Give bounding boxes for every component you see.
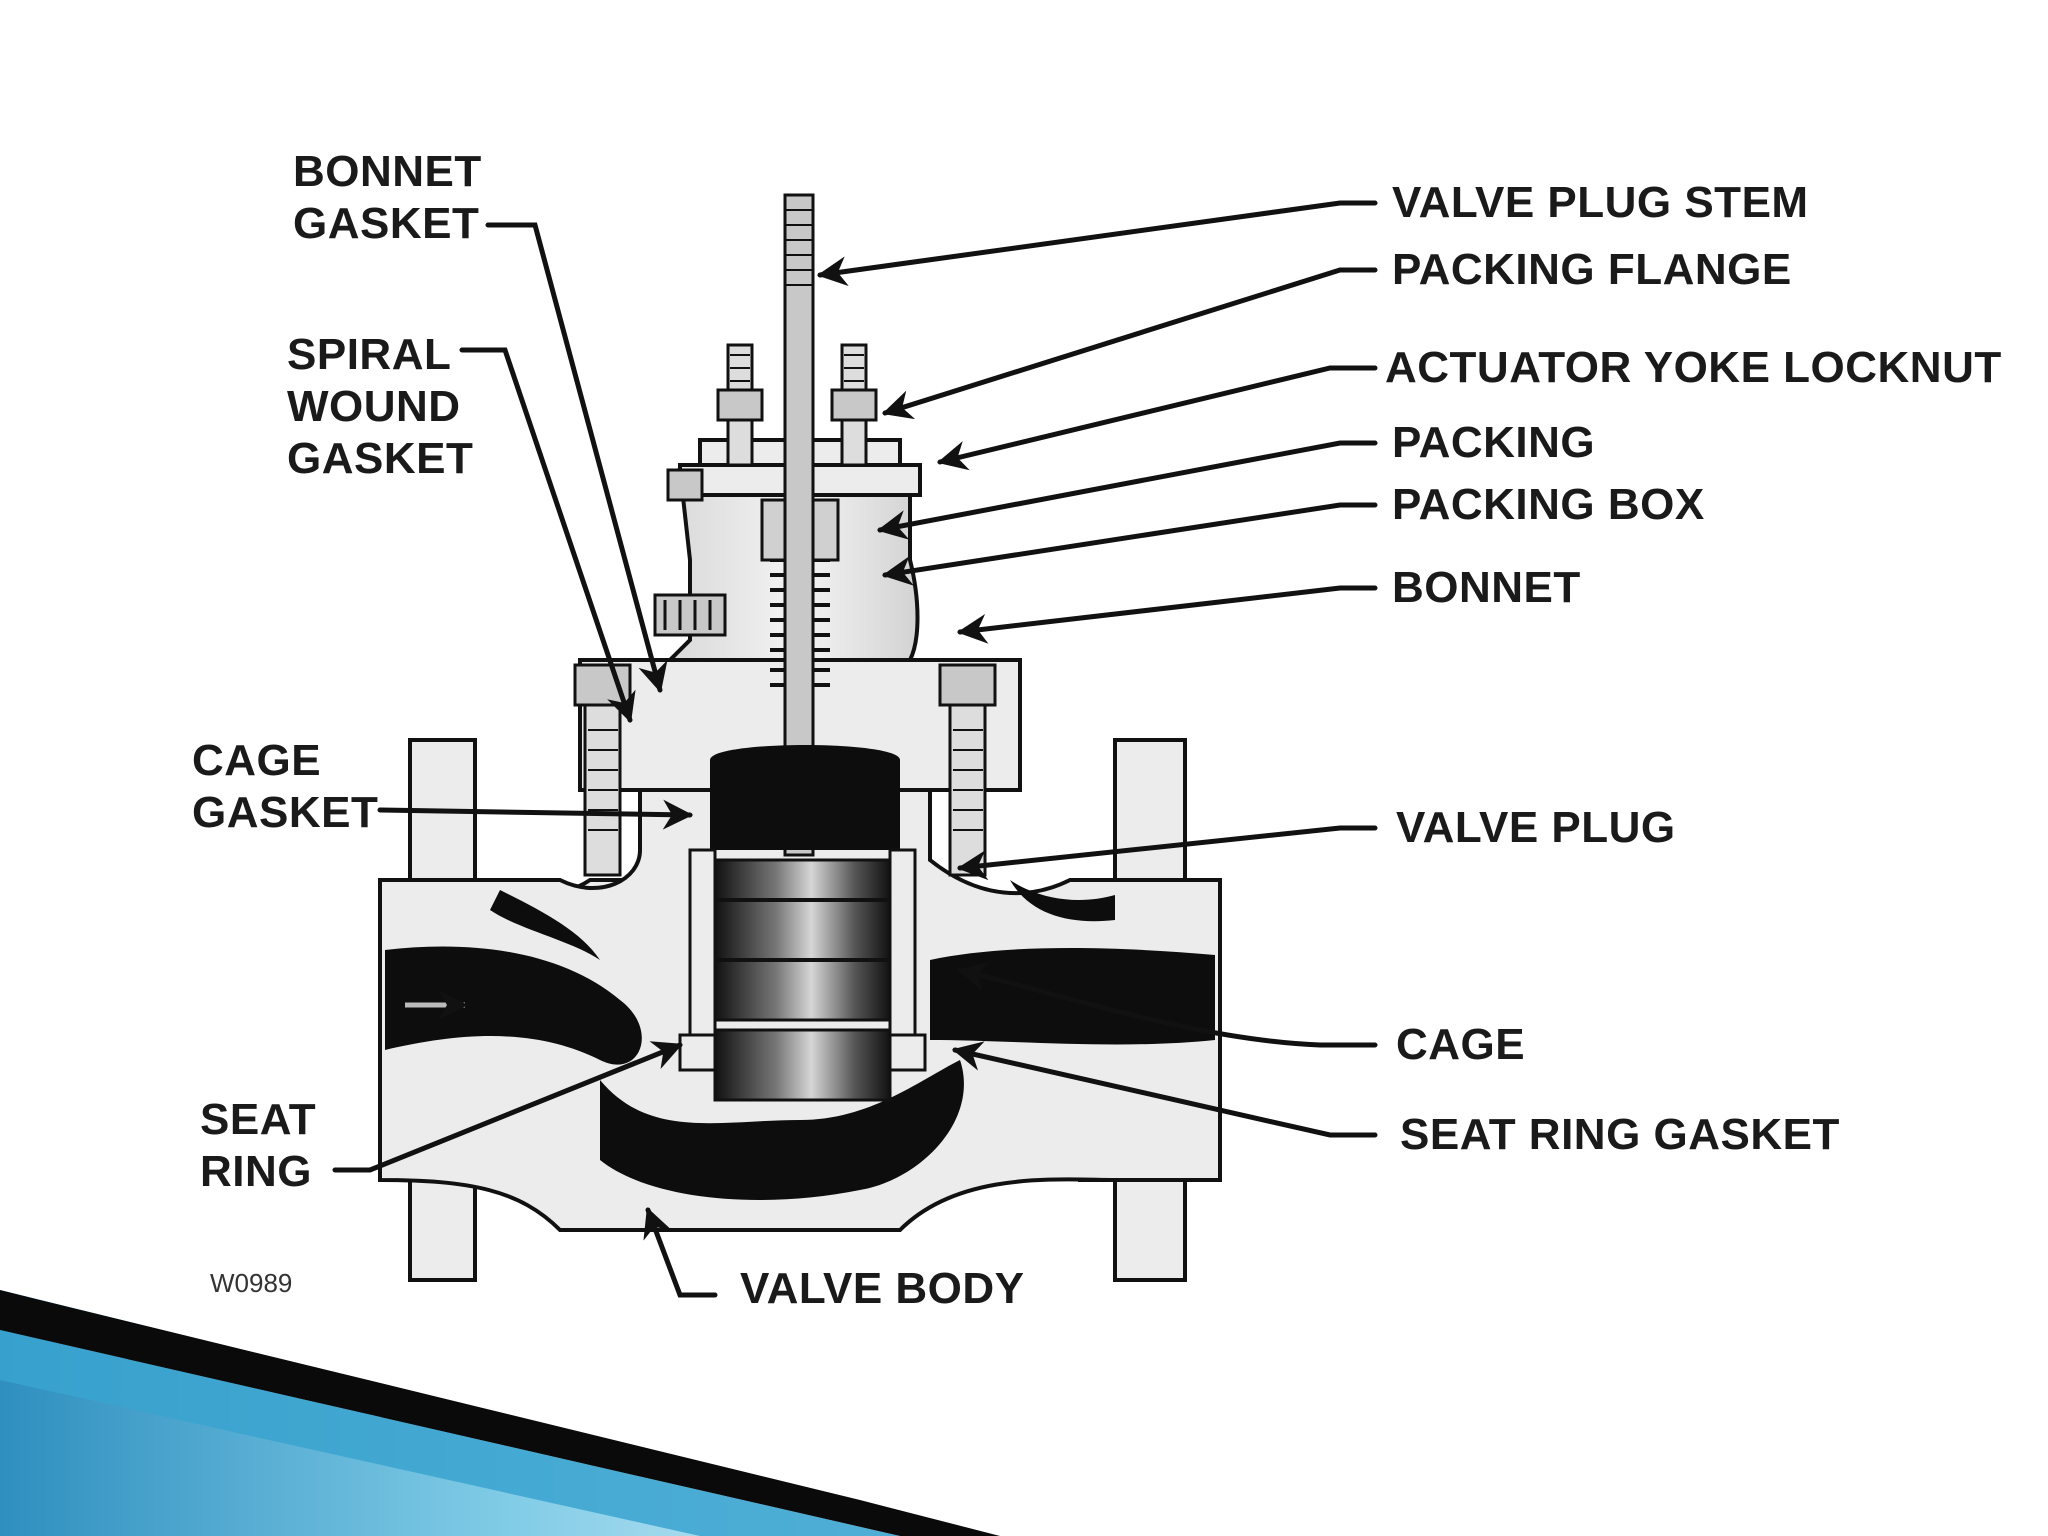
leader-bonnet [957,585,1378,644]
label-seat-ring-gasket: SEAT RING GASKET [1400,1110,1840,1159]
leader-seat-ring [332,1041,683,1173]
leader-cage [957,961,1378,1048]
label-packing: PACKING [1392,418,1596,467]
label-valve-plug: VALVE PLUG [1396,803,1676,852]
label-actuator-yoke-locknut: ACTUATOR YOKE LOCKNUT [1385,343,2002,392]
label-spiral-wound-gasket: SPIRAL WOUND GASKET [287,330,474,483]
label-valve-plug-stem: VALVE PLUG STEM [1392,178,1809,227]
leader-packing-flange [882,267,1378,420]
label-seat-ring: SEAT RING [200,1095,317,1196]
label-cage-gasket: CAGE GASKET [192,736,379,837]
packing-studs [716,343,878,467]
body-bolts [573,663,997,877]
leader-packing [877,440,1378,540]
leader-packing-box [882,502,1378,586]
leader-cage-gasket [377,799,693,830]
label-cage: CAGE [1396,1020,1526,1069]
leader-lines [332,200,1378,1298]
leader-actuator-yoke-locknut [937,365,1378,471]
leader-bonnet-gasket [485,222,668,693]
leader-spiral-wound-gasket [459,347,636,723]
label-bonnet-gasket: BONNET GASKET [293,147,482,248]
label-bonnet: BONNET [1392,563,1581,612]
valve-body-shape [378,718,1222,1282]
figure-code: W0989 [210,1268,293,1298]
cage-and-plug [678,745,927,1102]
label-packing-box: PACKING BOX [1392,480,1705,529]
label-packing-flange: PACKING FLANGE [1392,245,1792,294]
label-valve-body: VALVE BODY [740,1264,1025,1313]
leader-valve-plug [957,825,1378,881]
valve-stem [783,193,815,857]
leader-seat-ring-gasket [952,1041,1378,1138]
leader-valve-body [643,1207,718,1298]
leader-valve-plug-stem [817,200,1378,287]
slide-corner-decoration [0,1290,1000,1536]
